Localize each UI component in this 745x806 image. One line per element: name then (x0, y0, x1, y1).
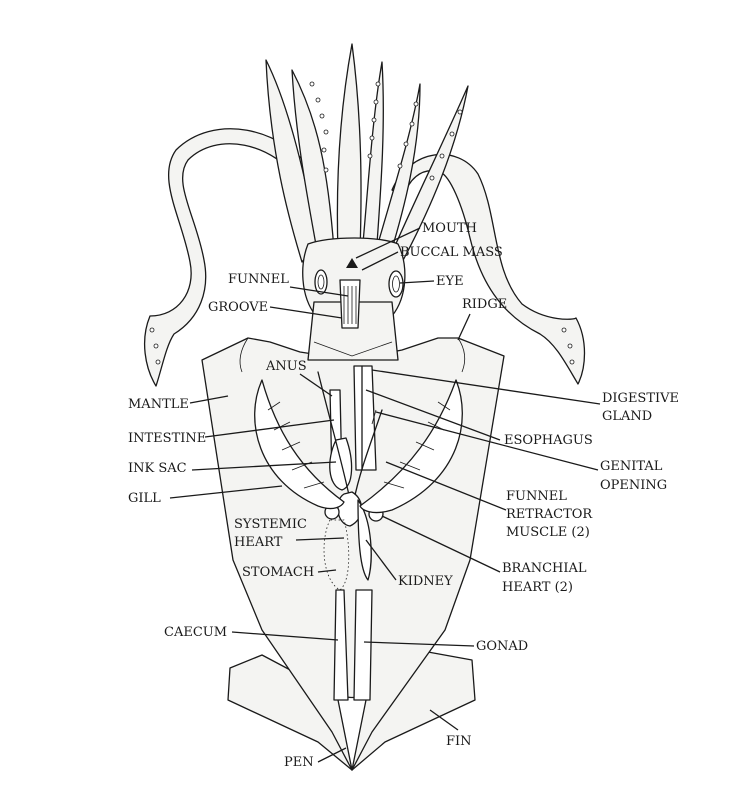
label-fin: FIN (446, 734, 472, 749)
leader-groove (269, 306, 343, 319)
leader-gill (169, 485, 283, 499)
label-caecum: CAECUM (164, 625, 227, 640)
head (302, 237, 406, 317)
label-gonad: GONAD (476, 639, 528, 654)
label-digestive-gland-1: DIGESTIVE (602, 391, 679, 406)
funnel (339, 279, 361, 329)
leader-funnel-retractor (385, 461, 507, 511)
gill-right-rib-1 (437, 401, 451, 411)
arm-4 (361, 61, 384, 259)
leader-eye (399, 280, 435, 284)
gill-right (359, 379, 463, 514)
label-genital-opening-1: GENITAL (600, 459, 663, 474)
eye-left (314, 269, 328, 295)
eyes (314, 269, 404, 298)
leader-kidney (365, 539, 397, 581)
suckers (149, 81, 575, 365)
gill-right-rib-3 (415, 441, 435, 451)
label-intestine: INTESTINE (128, 431, 206, 446)
leader-buccal-mass (361, 251, 399, 271)
label-groove: GROOVE (208, 300, 268, 315)
tentacle-left (144, 128, 319, 387)
leader-funnel (289, 286, 349, 297)
arm-6 (387, 85, 469, 267)
label-digestive-gland-2: GLAND (602, 409, 652, 424)
label-esophagus: ESOPHAGUS (504, 433, 593, 448)
label-branchial-heart-2: HEART (2) (502, 580, 573, 595)
leader-gonad (363, 641, 475, 647)
label-ink-sac: INK SAC (128, 461, 187, 476)
neck-line (313, 341, 393, 357)
label-anus: ANUS (265, 359, 307, 374)
label-funnel-retractor-2: RETRACTOR (506, 507, 593, 522)
funnel-retractor-right (353, 409, 383, 501)
gonad (353, 589, 373, 701)
mantle-collar-right (457, 337, 466, 373)
mouth (346, 258, 358, 268)
gills (254, 379, 463, 514)
label-funnel-retractor-1: FUNNEL (506, 489, 567, 504)
gill-left (254, 379, 345, 510)
leader-caecum (231, 631, 339, 641)
labels: MOUTH BUCCAL MASS FUNNEL EYE GROOVE RIDG… (128, 221, 679, 770)
label-pen: PEN (284, 755, 314, 770)
arm-3 (336, 43, 362, 253)
label-systemic-heart-1: SYSTEMIC (234, 517, 307, 532)
label-ridge: RIDGE (462, 297, 507, 312)
leader-fin (429, 709, 459, 731)
eye-left-inner (317, 274, 325, 290)
label-kidney: KIDNEY (398, 574, 453, 589)
tentacles (144, 128, 586, 387)
kidney (357, 499, 372, 581)
ink-sac (329, 437, 353, 491)
leader-stomach (317, 569, 337, 573)
leader-digestive-gland (371, 369, 601, 405)
leader-ink-sac (191, 461, 337, 471)
gill-right-rib-5 (383, 481, 405, 489)
label-branchial-heart-1: BRANCHIAL (502, 561, 587, 576)
label-genital-opening-2: OPENING (600, 478, 667, 493)
funnel-retractor-left (317, 371, 351, 501)
genital-opening (371, 409, 377, 425)
gill-right-rib-4 (399, 461, 421, 471)
label-mantle: MANTLE (128, 397, 189, 412)
leader-systemic-heart (295, 537, 345, 541)
label-funnel: FUNNEL (228, 272, 289, 287)
caecum (333, 589, 349, 701)
arms (265, 43, 469, 267)
label-systemic-heart-2: HEART (234, 535, 283, 550)
leader-lines (169, 227, 601, 763)
gill-left-rib-1 (267, 401, 281, 411)
label-mouth: MOUTH (422, 221, 477, 236)
leader-ridge (457, 313, 471, 341)
label-gill: GILL (128, 491, 161, 506)
leader-intestine (204, 419, 335, 438)
leader-mouth (355, 227, 421, 259)
leader-mantle (189, 395, 229, 404)
label-stomach: STOMACH (242, 565, 314, 580)
eye-right-inner (392, 275, 400, 293)
gill-left-rib-3 (281, 441, 301, 451)
gill-left-rib-2 (273, 421, 291, 431)
eye-right (388, 270, 404, 298)
mantle-collar-left (239, 337, 249, 373)
leader-genital-opening (375, 411, 599, 471)
leader-branchial-heart (381, 515, 501, 573)
arm-2 (291, 69, 335, 257)
leader-pen (317, 747, 347, 763)
tentacle-right (391, 153, 586, 385)
leader-esophagus (365, 389, 501, 441)
label-funnel-retractor-3: MUSCLE (2) (506, 525, 590, 540)
gill-left-rib-5 (303, 481, 325, 489)
leader-anus (299, 373, 333, 397)
label-buccal-mass: BUCCAL MASS (400, 245, 503, 260)
label-eye: EYE (436, 274, 464, 289)
digestive-gland (353, 365, 377, 471)
